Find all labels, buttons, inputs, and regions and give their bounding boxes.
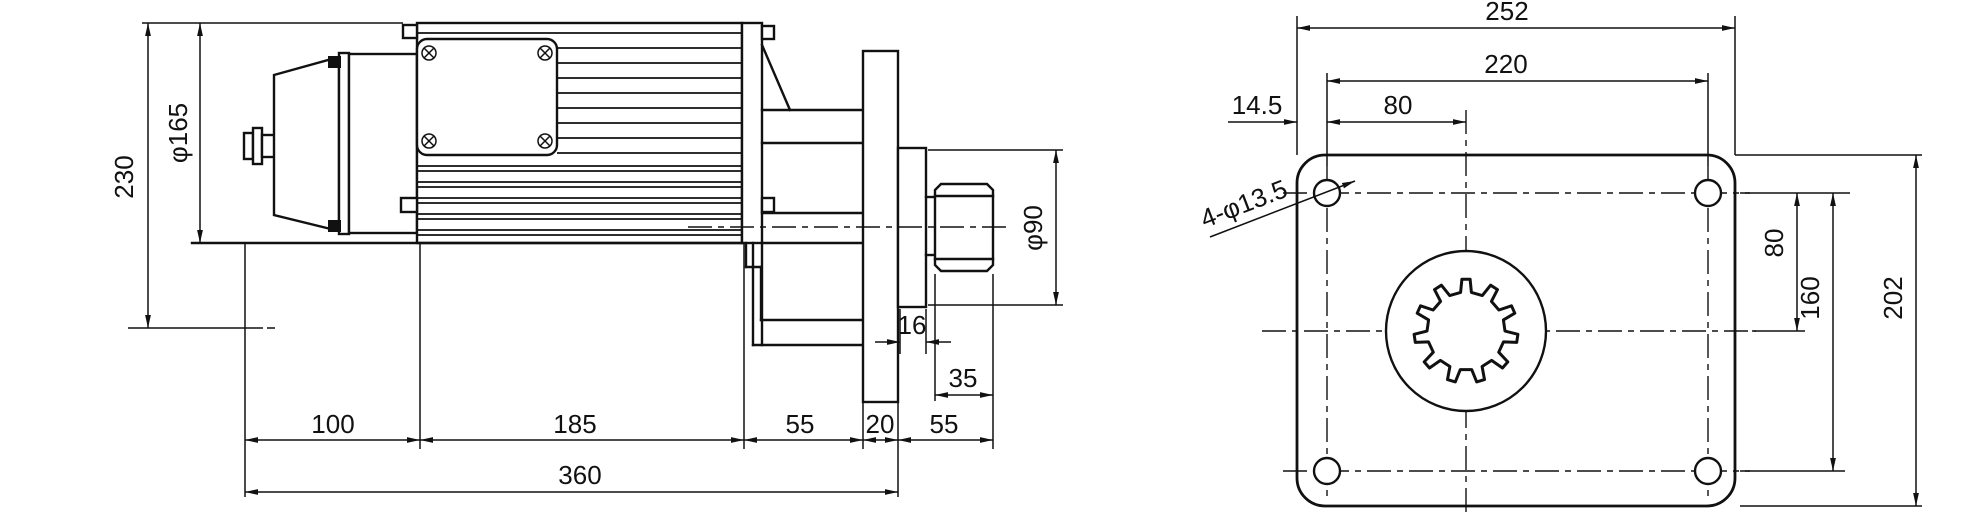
brake-drum	[272, 51, 419, 236]
dim-hub-thickness: 16	[898, 310, 927, 340]
dim-drum-length: 100	[311, 409, 354, 439]
cable-fitting	[242, 126, 277, 166]
dim-plate-width: 252	[1485, 0, 1528, 26]
gearbox-housing	[744, 43, 865, 347]
dim-output-length: 55	[930, 409, 959, 439]
bolt-hole	[1693, 178, 1723, 208]
dim-bolt-holes-note: 4-φ13.5	[1196, 173, 1291, 233]
side-view	[128, 21, 1008, 404]
spline-gear	[1412, 277, 1520, 384]
dim-overall-height: 230	[109, 155, 139, 198]
screw-icon	[537, 133, 553, 149]
dim-motor-length: 185	[553, 409, 596, 439]
dim-gearbox-length: 55	[786, 409, 815, 439]
dim-center-to-bolt: 80	[1759, 229, 1789, 258]
dim-edge-to-bolt: 14.5	[1232, 90, 1283, 120]
dim-coupling-diameter: φ90	[1018, 205, 1048, 251]
side-view-dimensions: 230 φ165 φ90 100 185 55 20 55 360 35 16	[109, 23, 1063, 497]
plate-view	[1262, 110, 1756, 517]
screw-icon	[421, 133, 437, 149]
dim-bolt-to-center: 80	[1384, 90, 1413, 120]
dim-flange-thickness: 20	[866, 409, 895, 439]
dim-bolt-span-height: 160	[1795, 276, 1825, 319]
junction-box	[415, 37, 559, 157]
dim-coupling-width: 35	[949, 363, 978, 393]
screw-icon	[537, 45, 553, 61]
bolt-hole	[1312, 456, 1342, 486]
dim-plate-height: 202	[1878, 276, 1908, 319]
dim-total-length: 360	[558, 460, 601, 490]
dim-drum-diameter: φ165	[163, 103, 193, 163]
dim-bolt-span-width: 220	[1484, 49, 1527, 79]
bolt-hole	[1693, 456, 1723, 486]
screw-icon	[421, 45, 437, 61]
bolt-hole	[1312, 178, 1342, 208]
